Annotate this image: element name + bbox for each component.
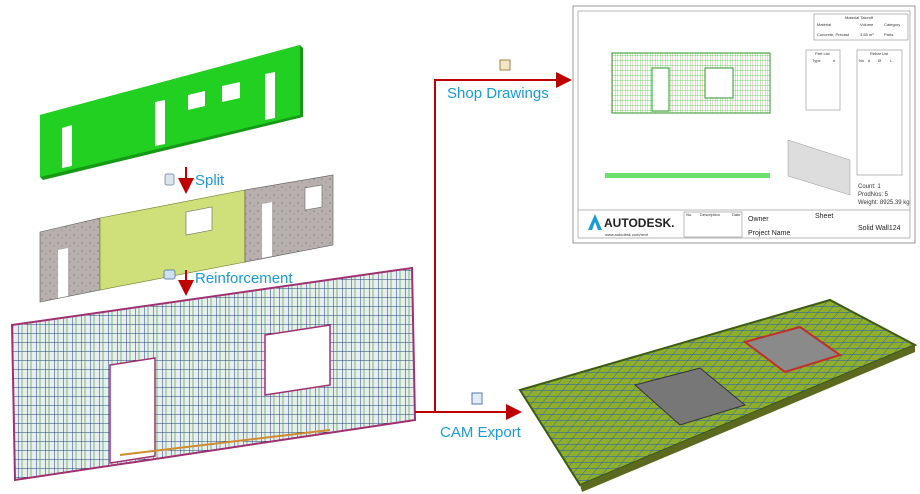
cam-slab-model: [518, 298, 918, 492]
split-wall: [39, 174, 334, 303]
cell: No.: [686, 212, 692, 217]
cell: Type: [812, 58, 821, 63]
count: Count: 1: [858, 184, 881, 190]
split-icon: [164, 173, 175, 186]
owner: Owner: [748, 216, 769, 223]
cell: Volume: [860, 22, 874, 27]
autodesk-logo-icon: [588, 214, 602, 230]
shop-drawings-label: Shop Drawings: [447, 85, 549, 102]
reinforcement-label: Reinforcement: [195, 270, 293, 287]
cell: Ø: [878, 58, 881, 63]
sheet-label: Sheet: [815, 213, 833, 220]
workflow-connector: [415, 72, 572, 420]
cam-export-step: CAM Export: [440, 392, 522, 441]
autodesk-logo: AUTODESK.: [604, 216, 674, 230]
cell: Date: [732, 212, 741, 217]
logo-url: www.autodesk.com/revit: [605, 232, 649, 237]
cell: Material: [817, 22, 831, 27]
weight: Weight: 8925.39 kg: [858, 200, 910, 206]
split-label: Split: [195, 172, 225, 189]
shop-drawings-icon: [499, 59, 511, 71]
cell: L: [890, 58, 893, 63]
cell: No: [859, 58, 865, 63]
material-takeoff-title: Material Takeoff: [845, 15, 874, 20]
cell: 3.55 m³: [860, 32, 874, 37]
sheet-name: Solid Wall124: [858, 225, 901, 232]
part-list-title: Part List: [815, 51, 831, 56]
shop-drawings-step: Shop Drawings: [447, 59, 549, 102]
cam-export-label: CAM Export: [440, 424, 522, 441]
reinforcement-step: Reinforcement: [163, 269, 293, 296]
cell: Description: [700, 212, 720, 217]
cam-export-icon: [471, 392, 483, 405]
cell: #: [868, 58, 871, 63]
shop-drawing-sheet: Material Takeoff Material Volume Categor…: [572, 5, 916, 244]
cell: Parts: [884, 32, 893, 37]
cell: Concrete, Precast: [817, 32, 850, 37]
reinforcement-icon: [163, 269, 176, 280]
rebar-list-title: Rebar List: [870, 51, 889, 56]
cell: Category: [884, 22, 900, 27]
project-name: Project Name: [748, 230, 791, 237]
prodnos: ProdNos: 5: [858, 192, 889, 198]
reinforced-wall: [10, 266, 417, 482]
cell: #: [833, 58, 836, 63]
split-step: Split: [164, 167, 225, 194]
solid-wall: [40, 45, 303, 180]
